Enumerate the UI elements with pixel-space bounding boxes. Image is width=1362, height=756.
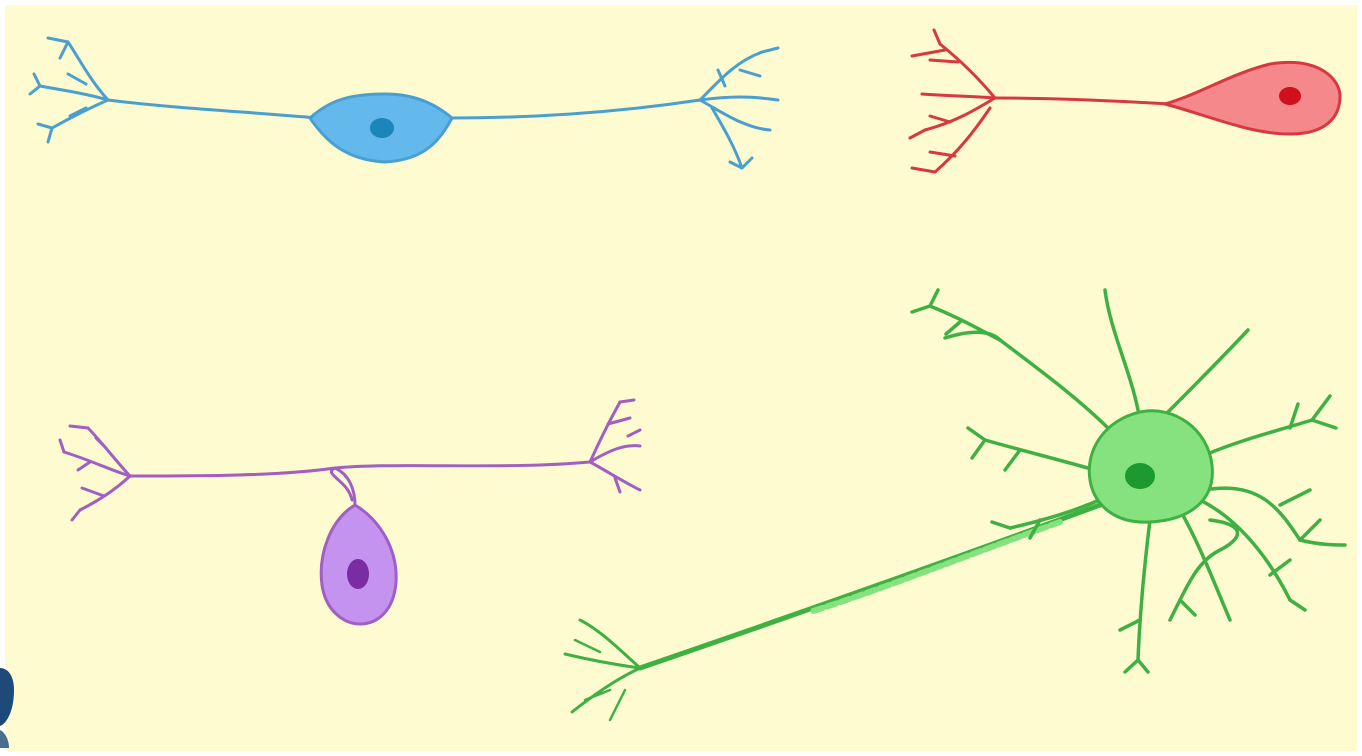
bipolar-nucleus bbox=[370, 118, 394, 138]
multipolar-nucleus bbox=[1125, 463, 1155, 489]
pseudounipolar-nucleus bbox=[347, 559, 369, 589]
unipolar-nucleus bbox=[1279, 87, 1301, 105]
multipolar-soma bbox=[1089, 411, 1212, 522]
